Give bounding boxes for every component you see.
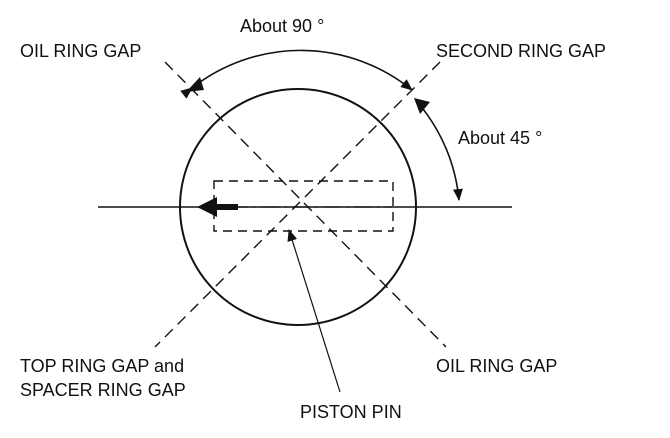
- oil-ring-gap-bottom-label: OIL RING GAP: [436, 356, 557, 376]
- piston-pin-leader-line: [287, 229, 341, 393]
- angle-45-arc: [418, 103, 463, 201]
- top-ring-gap-label-line1: TOP RING GAP and: [20, 356, 184, 376]
- angle-45-label: About 45 °: [458, 128, 542, 148]
- angle-90-arc-left-arrow: [186, 77, 204, 92]
- angle-90-arc: [180, 49, 413, 99]
- front-direction-arrow-head: [197, 197, 217, 217]
- angle-45-arc-top-arrow: [414, 98, 430, 114]
- oil-ring-gap-top-label: OIL RING GAP: [20, 41, 141, 61]
- piston-pin-outline: [213, 180, 394, 232]
- diagonal-dashed-line-b: [154, 61, 441, 348]
- piston-pin-label: PISTON PIN: [300, 402, 402, 422]
- diagonal-dashed-line-a: [164, 61, 447, 348]
- top-ring-gap-label-line2: SPACER RING GAP: [20, 380, 186, 400]
- angle-90-label: About 90 °: [240, 16, 324, 36]
- second-ring-gap-label: SECOND RING GAP: [436, 41, 606, 61]
